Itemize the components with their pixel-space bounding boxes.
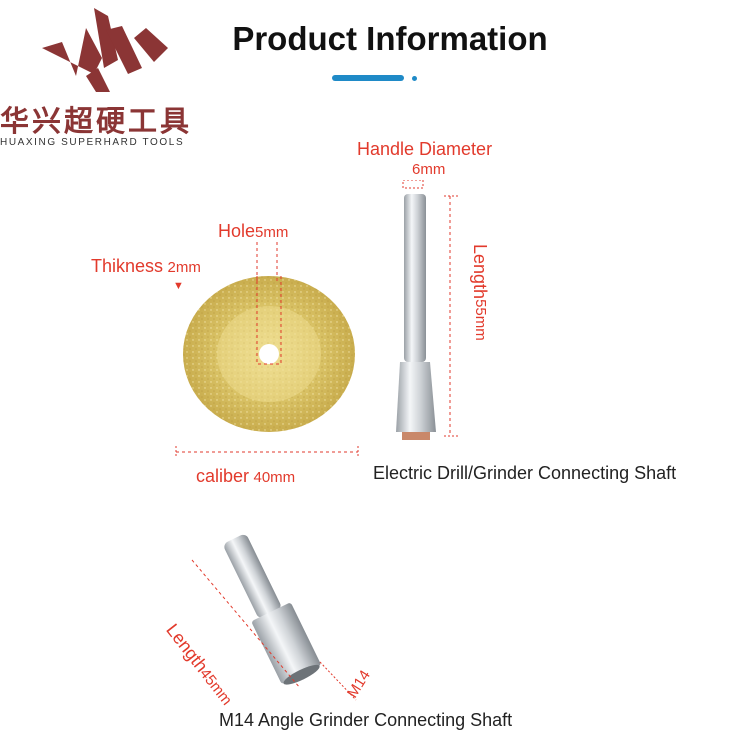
thickness-value: 2mm — [167, 259, 201, 276]
page-title: Product Information — [232, 20, 548, 57]
drill-length-value: 55mm — [472, 299, 489, 341]
handle-diameter-label: Handle Diameter — [357, 139, 493, 159]
thickness-arrow-icon: ▼ — [173, 280, 184, 292]
brand-logo-icon — [42, 8, 168, 92]
thickness-label: Thikness — [91, 256, 164, 276]
diamond-cutting-disc — [183, 276, 355, 432]
angle-shaft-caption: M14 Angle Grinder Connecting Shaft — [219, 710, 513, 730]
angle-grinder-connecting-shaft — [191, 534, 357, 701]
drill-length-label: Length — [470, 244, 490, 300]
drill-shaft-caption: Electric Drill/Grinder Connecting Shaft — [373, 463, 677, 483]
caliber-value: 40mm — [253, 469, 296, 486]
handle-diameter-value: 6mm — [412, 161, 446, 178]
brand-name-en: HUAXING SUPERHARD TOOLS — [0, 137, 185, 148]
caliber-dimension-line — [175, 446, 359, 458]
title-underline — [332, 75, 404, 81]
hole-label: Hole — [218, 221, 256, 241]
thickness-dimension: Thikness 2mm — [91, 256, 201, 277]
title-underline-dot — [412, 76, 417, 81]
hole-value: 5mm — [255, 224, 289, 241]
drill-connecting-shaft — [396, 180, 460, 440]
hole-dimension: Hole5mm — [218, 221, 288, 242]
drill-length-dimension: Length55mm — [460, 244, 490, 364]
hole-guide — [256, 242, 278, 282]
caliber-label: caliber — [196, 466, 250, 486]
brand-name-cn: 华兴超硬工具 — [0, 106, 193, 138]
caliber-dimension: caliber 40mm — [196, 466, 295, 487]
